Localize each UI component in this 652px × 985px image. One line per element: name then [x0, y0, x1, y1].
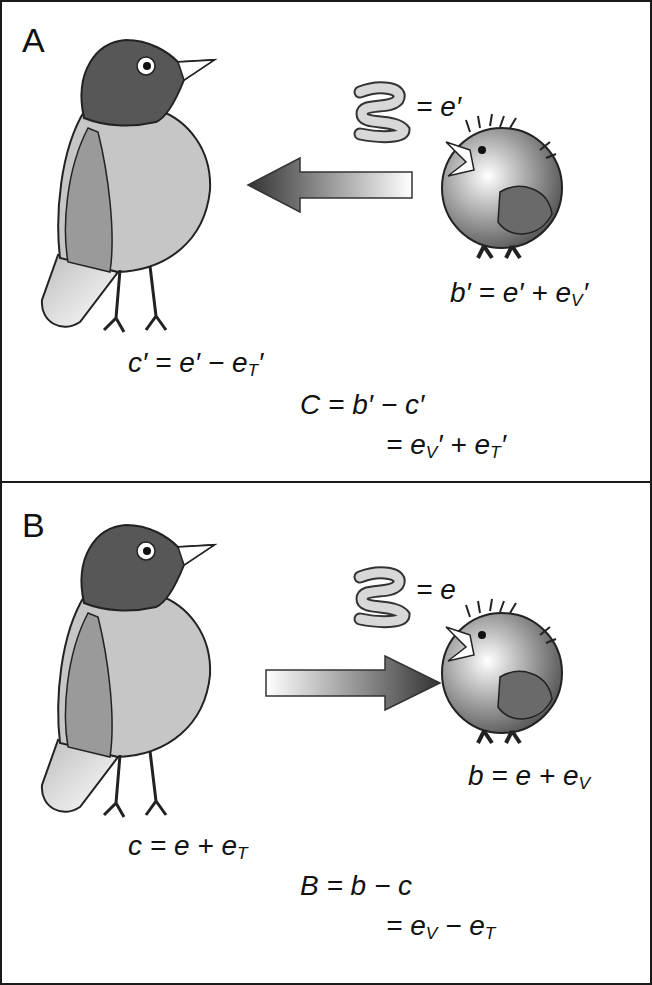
equation-label: = eV′ + eT′: [386, 428, 506, 462]
equation-label: c = e + eT: [128, 829, 248, 863]
equation-label: = e′: [416, 90, 461, 124]
equation-label: C = b′ − c′: [300, 388, 424, 422]
panel-box: B = e b = e + eV c = e + eT B = b − c = eV − …: [0, 481, 652, 985]
panel-letter: A: [22, 20, 45, 61]
equation-label: = eV − eT: [386, 909, 495, 943]
equation-label: b′ = e′ + eV′: [450, 276, 588, 310]
equation-label: B = b − c: [300, 869, 412, 903]
equation-label: = e: [416, 573, 456, 607]
equation-label: b = e + eV: [468, 759, 590, 793]
equation-label: c′ = e′ − eT′: [128, 346, 263, 380]
panel-box: A = e′ b′ = e′ + eV′ c′ = e′ − eT′ C = b′ − …: [0, 0, 652, 483]
panel-letter: B: [22, 505, 45, 546]
